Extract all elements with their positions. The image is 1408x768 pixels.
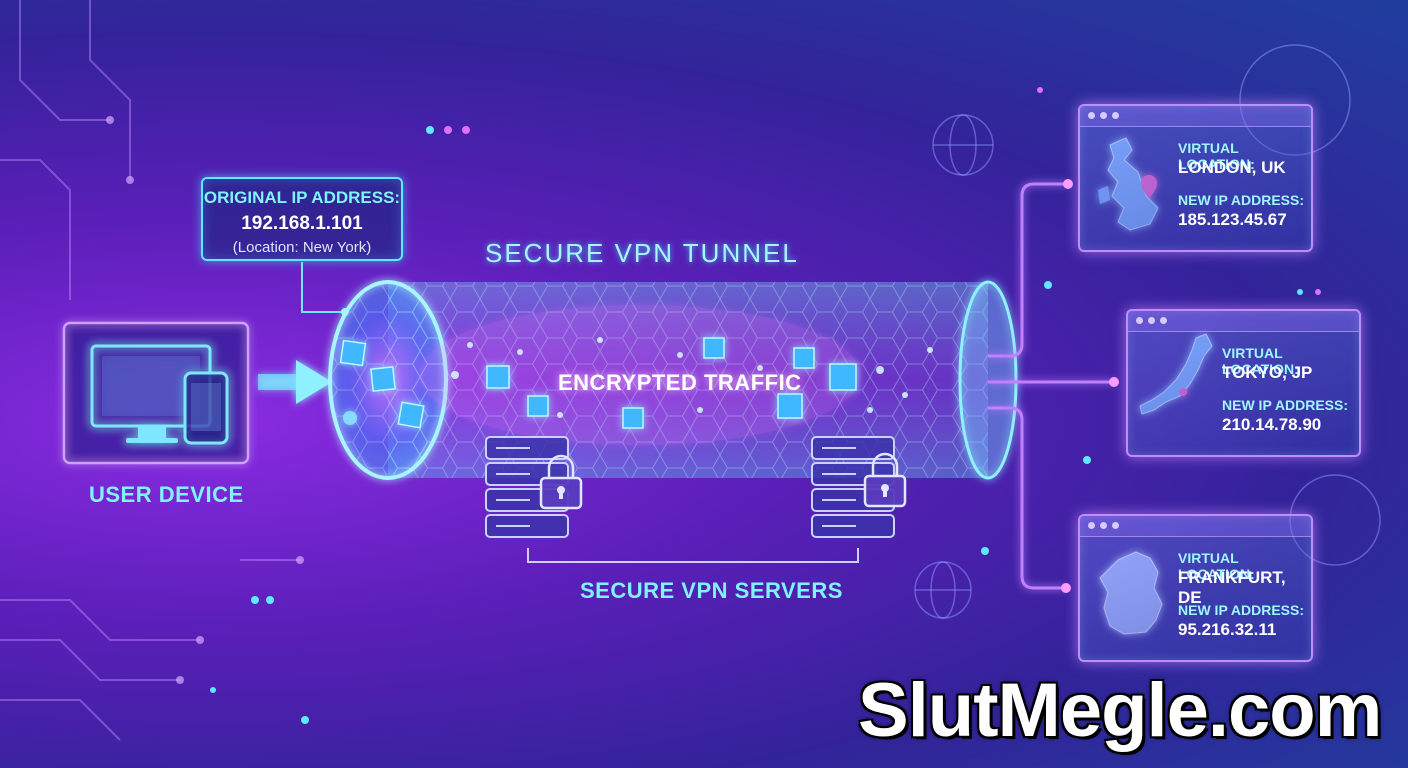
data-cube-icons — [339, 337, 857, 429]
location-panel-frankfurt: VIRTUAL LOCATION: FRANKFURT, DE NEW IP A… — [1078, 514, 1313, 662]
arrow-icon — [258, 360, 332, 404]
japan-map-icon — [1139, 333, 1213, 415]
original-ip-location: (Location: New York) — [232, 239, 372, 256]
location-value: FRANKFURT, DE — [1178, 568, 1286, 607]
location-label: VIRTUAL LOCATION: — [1222, 345, 1299, 377]
ip-value: 185.123.45.67 — [1178, 210, 1287, 229]
globe-icons — [914, 44, 1381, 619]
uk-map-icon — [1098, 137, 1159, 231]
encrypted-traffic-label: ENCRYPTED TRAFFIC — [558, 370, 802, 395]
ip-value: 210.14.78.90 — [1222, 415, 1322, 434]
user-device-icon — [62, 321, 250, 465]
circuit-traces-left — [0, 0, 300, 741]
location-value: LONDON, UK — [1178, 158, 1286, 177]
user-device-label: USER DEVICE — [89, 482, 244, 507]
original-ip-box: ORIGINAL IP ADDRESS: 192.168.1.101 (Loca… — [201, 177, 403, 261]
ip-label: NEW IP ADDRESS: — [1178, 192, 1305, 208]
location-value: TOKYO, JP — [1222, 363, 1313, 382]
ip-label: NEW IP ADDRESS: — [1178, 602, 1305, 618]
vpn-servers-label: SECURE VPN SERVERS — [580, 578, 843, 603]
location-panel-london: VIRTUAL LOCATION: LONDON, UK NEW IP ADDR… — [1078, 104, 1313, 252]
germany-map-icon — [1099, 551, 1163, 635]
location-label: VIRTUAL LOCATION: — [1178, 550, 1255, 582]
location-label: VIRTUAL LOCATION: — [1178, 140, 1255, 172]
ip-label: NEW IP ADDRESS: — [1222, 397, 1349, 413]
original-ip-title: ORIGINAL IP ADDRESS: — [203, 188, 401, 207]
location-panel-tokyo: VIRTUAL LOCATION: TOKYO, JP NEW IP ADDRE… — [1126, 309, 1361, 457]
tunnel-title: SECURE VPN TUNNEL — [485, 238, 799, 268]
brand-watermark: SlutMegle.com — [858, 668, 1382, 753]
ip-value: 95.216.32.11 — [1178, 620, 1277, 639]
original-ip-value: 192.168.1.101 — [241, 213, 363, 234]
